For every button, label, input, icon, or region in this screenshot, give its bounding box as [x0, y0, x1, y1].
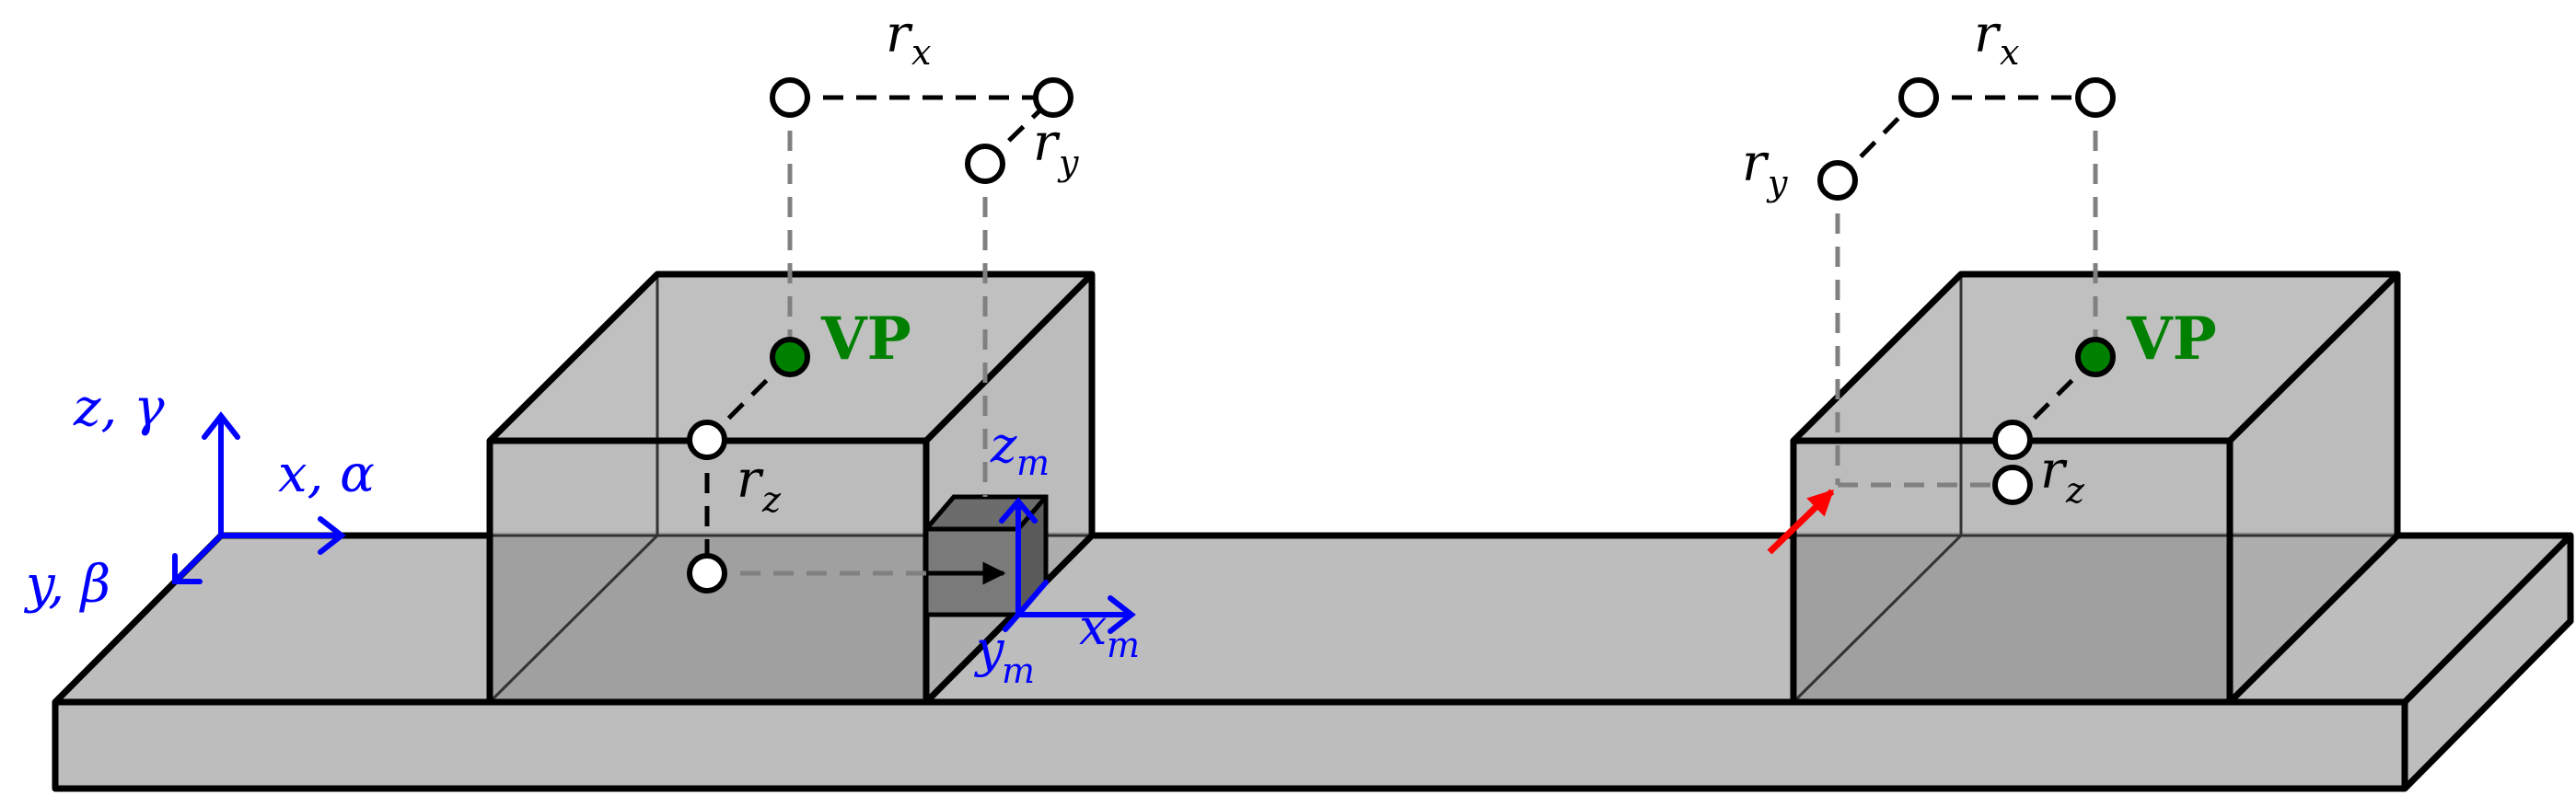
- sensor-z-label: z m: [990, 416, 1050, 483]
- svg-text:m: m: [1016, 443, 1050, 483]
- svg-text:r: r: [886, 5, 913, 64]
- svg-text:z: z: [990, 416, 1017, 474]
- left-vp-node: [770, 337, 810, 377]
- world-y-label: y, β: [23, 555, 110, 615]
- left-node-rz-top: [687, 420, 727, 460]
- left-rz-label: r z: [737, 450, 782, 520]
- right-node-rx-start: [1898, 77, 1939, 118]
- left-node-rx-end: [1033, 77, 1073, 118]
- sensor-x-label: x m: [1079, 598, 1140, 665]
- svg-text:m: m: [1107, 625, 1140, 665]
- right-chain: [1767, 77, 2116, 555]
- svg-text:r: r: [1742, 133, 1770, 193]
- right-node-rz-bottom: [1992, 465, 2033, 505]
- svg-text:r: r: [1033, 113, 1061, 173]
- svg-text:y: y: [974, 620, 1005, 678]
- right-vp-node: [2075, 337, 2116, 377]
- svg-text:z: z: [761, 479, 782, 520]
- right-node-rz-top: [1992, 420, 2033, 460]
- world-z-label: z, γ: [73, 378, 165, 438]
- left-node-rz-bottom: [687, 553, 727, 593]
- right-box-front-shade: [1793, 536, 2230, 702]
- right-node-rx-end: [2075, 77, 2116, 118]
- red-arrow-icon: [1767, 489, 1835, 555]
- right-ry-label: r y: [1742, 133, 1788, 203]
- svg-text:x: x: [911, 32, 931, 73]
- platform-side: [2405, 536, 2570, 789]
- left-node-ry: [965, 144, 1005, 184]
- right-rx-label: r x: [1974, 5, 2019, 73]
- world-x-label: x, α: [278, 444, 375, 504]
- svg-text:m: m: [1002, 651, 1035, 691]
- svg-text:y: y: [1766, 163, 1788, 203]
- left-chain: [687, 77, 1073, 593]
- svg-text:z: z: [2065, 470, 2085, 511]
- axes-icon: [999, 497, 1136, 634]
- svg-text:r: r: [1974, 5, 2002, 64]
- left-rx-label: r x: [886, 5, 931, 73]
- right-node-ry: [1817, 160, 1858, 201]
- left-node-rx-start: [770, 77, 810, 118]
- sensor-y-label: y m: [974, 620, 1035, 691]
- svg-text:r: r: [737, 450, 764, 510]
- svg-text:r: r: [2040, 441, 2068, 501]
- svg-text:y: y: [1057, 143, 1079, 183]
- right-rz-label: r z: [2040, 441, 2085, 511]
- right-box-side-glass: [2230, 274, 2397, 702]
- svg-text:x: x: [2000, 32, 2019, 73]
- right-vp-label: VP: [2126, 305, 2217, 374]
- axes-icon: [172, 411, 346, 584]
- left-vp-label: VP: [820, 305, 911, 374]
- platform-front: [55, 702, 2405, 789]
- svg-text:x: x: [1079, 598, 1107, 656]
- left-box-front-shade: [490, 536, 926, 702]
- left-ry-label: r y: [1033, 113, 1079, 183]
